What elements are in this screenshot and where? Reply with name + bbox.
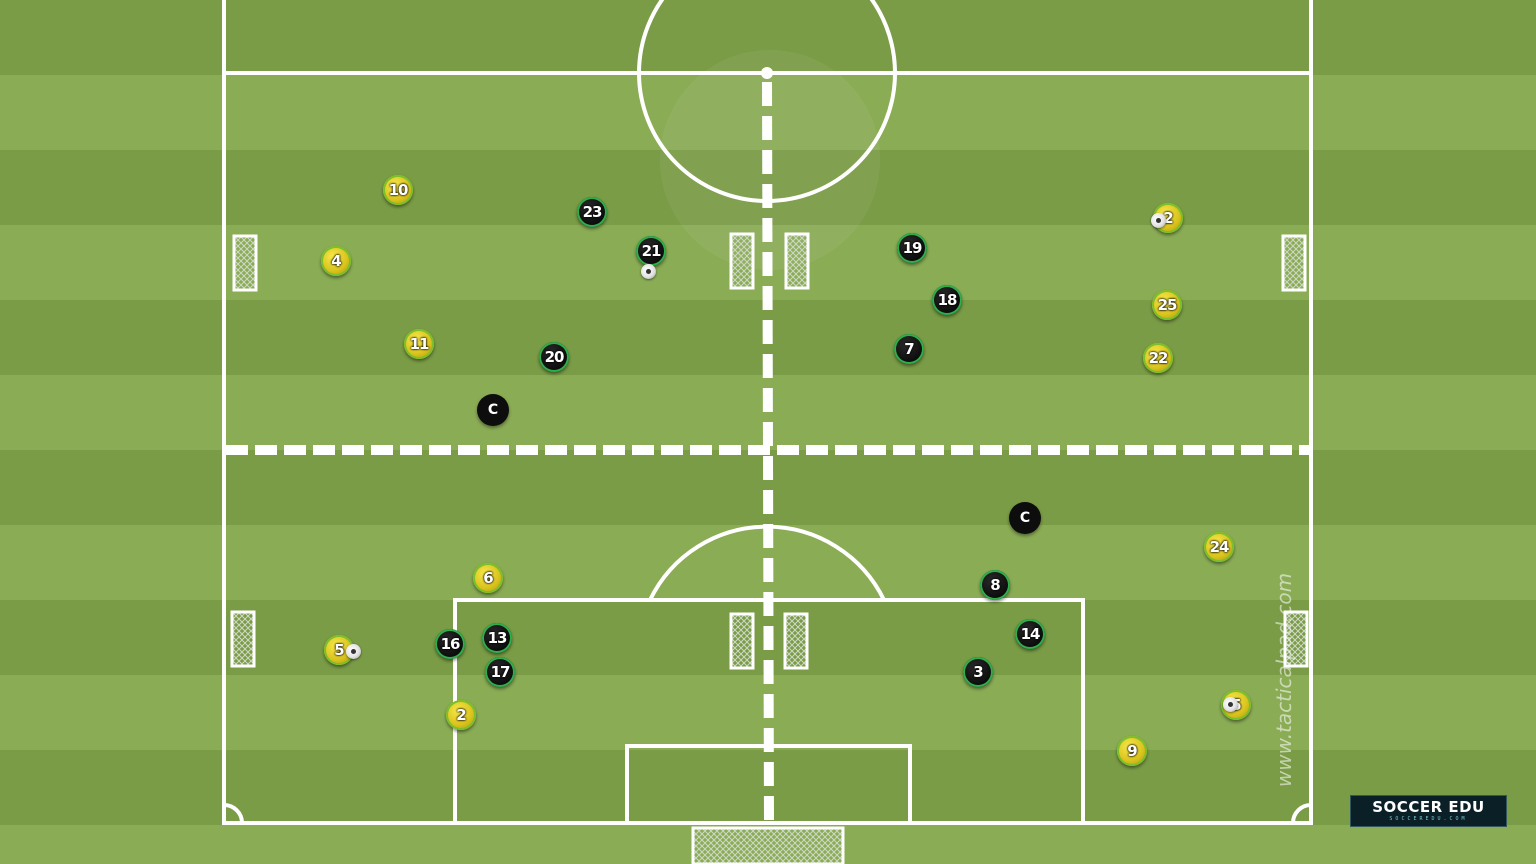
player-number: 9: [1127, 742, 1137, 760]
corner-arc-left: [223, 803, 244, 824]
logo-brand-a: SOCCER: [1372, 798, 1443, 816]
player-yellow[interactable]: 24: [1204, 532, 1234, 562]
main-goal: [691, 826, 845, 864]
mini-goal: [230, 610, 256, 668]
player-number: 17: [490, 663, 511, 681]
player-black[interactable]: 16: [435, 629, 465, 659]
player-number: 21: [641, 242, 662, 260]
player-yellow[interactable]: 11: [404, 329, 434, 359]
ball-icon[interactable]: [1223, 697, 1238, 712]
dashed-divider-vertical: [762, 81, 774, 824]
player-number: 16: [440, 635, 461, 653]
player-black[interactable]: 8: [980, 570, 1010, 600]
player-black[interactable]: 17: [485, 657, 515, 687]
mini-goal: [1283, 610, 1309, 668]
player-number: 23: [582, 203, 603, 221]
player-yellow[interactable]: 10: [383, 175, 413, 205]
player-black[interactable]: 7: [894, 334, 924, 364]
mini-goal: [1281, 234, 1307, 292]
brand-logo: SOCCER EDU SOCCEREDU.COM: [1350, 795, 1507, 827]
player-number: 14: [1020, 625, 1041, 643]
ball-icon[interactable]: [1151, 213, 1166, 228]
coach-marker[interactable]: C: [477, 394, 509, 426]
player-number: 8: [990, 576, 1000, 594]
player-yellow[interactable]: 4: [321, 246, 351, 276]
player-number: 19: [902, 239, 923, 257]
faint-logo-shape: [660, 50, 880, 270]
coach-marker[interactable]: C: [1009, 502, 1041, 534]
player-number: 20: [544, 348, 565, 366]
watermark-text: www.tacticalpad.com: [1272, 572, 1296, 788]
mini-goal: [784, 232, 810, 290]
mini-goal: [729, 232, 755, 290]
coach-label: C: [1019, 510, 1031, 526]
grass-stripe: [0, 0, 1536, 75]
player-number: 6: [483, 569, 493, 587]
player-number: 2: [1163, 209, 1173, 227]
player-black[interactable]: 23: [577, 197, 607, 227]
ball-icon[interactable]: [346, 644, 361, 659]
player-number: 3: [973, 663, 983, 681]
logo-subtitle: SOCCEREDU.COM: [1389, 816, 1468, 822]
player-black[interactable]: 13: [482, 623, 512, 653]
player-black[interactable]: 18: [932, 285, 962, 315]
logo-title: SOCCER EDU: [1351, 798, 1506, 816]
player-number: 11: [409, 335, 430, 353]
player-number: 13: [487, 629, 508, 647]
player-black[interactable]: 3: [963, 657, 993, 687]
player-black[interactable]: 19: [897, 233, 927, 263]
center-spot: [761, 67, 773, 79]
logo-brand-b: EDU: [1448, 798, 1485, 816]
player-yellow[interactable]: 22: [1143, 343, 1173, 373]
player-black[interactable]: 20: [539, 342, 569, 372]
coach-label: C: [487, 402, 499, 418]
player-number: 24: [1209, 538, 1230, 556]
player-yellow[interactable]: 25: [1152, 290, 1182, 320]
player-black[interactable]: 21: [636, 236, 666, 266]
player-number: 22: [1148, 349, 1169, 367]
player-yellow[interactable]: 9: [1117, 736, 1147, 766]
mini-goal: [232, 234, 258, 292]
mini-goal: [729, 612, 755, 670]
player-yellow[interactable]: 6: [473, 563, 503, 593]
player-number: 18: [937, 291, 958, 309]
corner-arc-right: [1291, 803, 1312, 824]
mini-goal: [783, 612, 809, 670]
player-number: 10: [388, 181, 409, 199]
player-black[interactable]: 14: [1015, 619, 1045, 649]
player-number: 4: [331, 252, 341, 270]
player-number: 7: [904, 340, 914, 358]
player-number: 2: [456, 706, 466, 724]
player-number: 5: [334, 641, 344, 659]
player-yellow[interactable]: 2: [446, 700, 476, 730]
ball-icon[interactable]: [641, 264, 656, 279]
player-number: 25: [1157, 296, 1178, 314]
